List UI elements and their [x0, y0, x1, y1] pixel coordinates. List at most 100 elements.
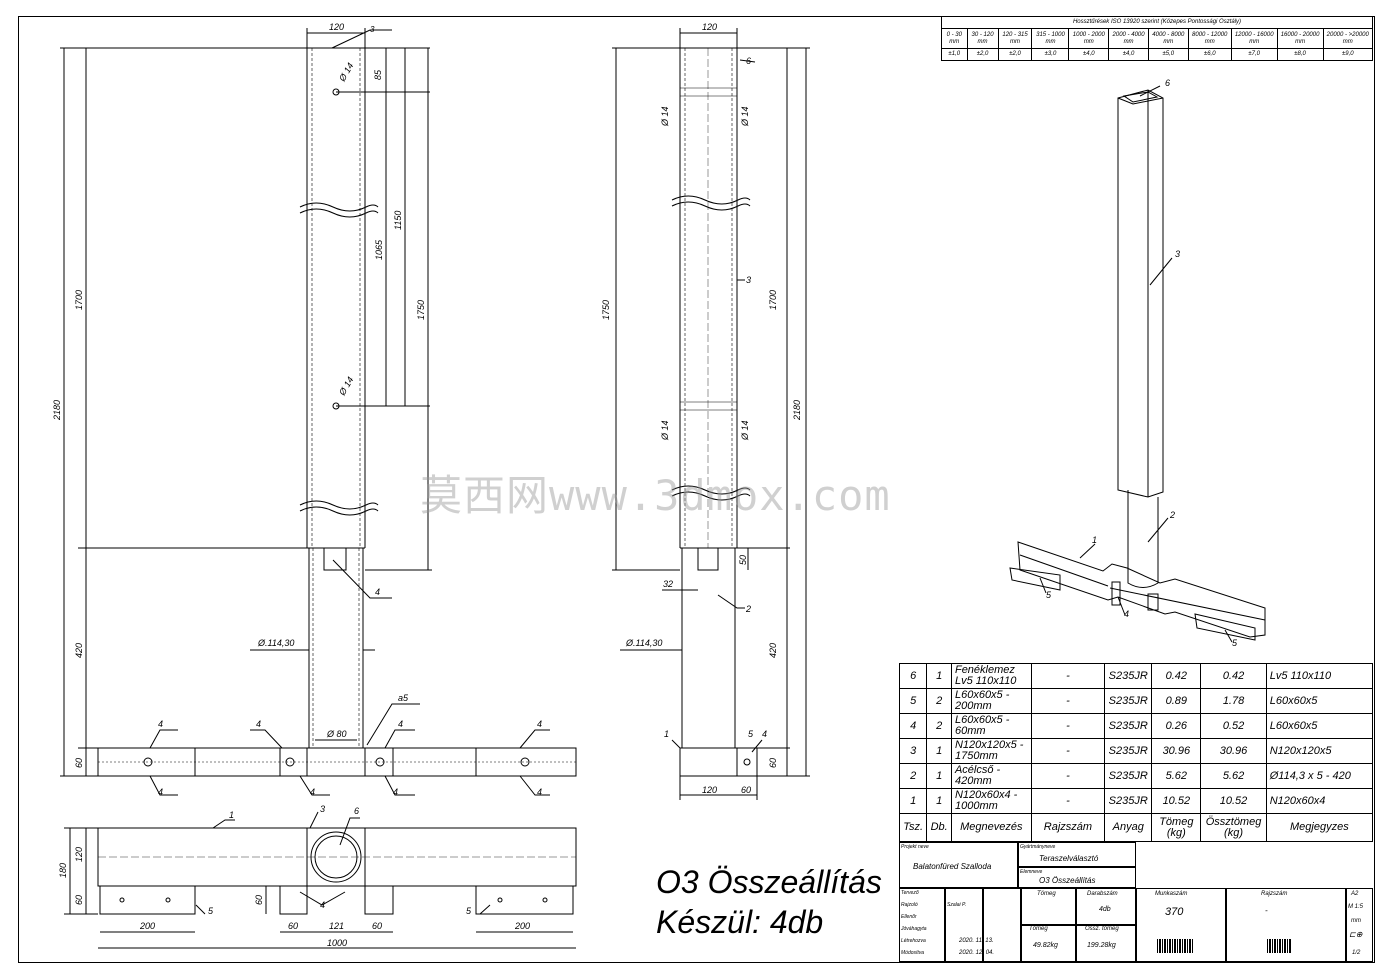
- bom-cell-note: Lv5 110x110: [1265, 663, 1374, 689]
- dim-120b-side: 120: [702, 785, 717, 795]
- dim-200-right: 200: [514, 921, 530, 931]
- created-label: Létrehozva: [901, 938, 926, 944]
- weld-3-front: 3: [370, 25, 375, 34]
- callout-5-3d-right: 5: [1232, 638, 1238, 648]
- bom-cell-total: 0.42: [1200, 663, 1267, 689]
- dim-420-side: 420: [768, 643, 778, 658]
- bom-cell-tsz: 5: [898, 688, 928, 714]
- project-value: Balatonfüred Szalloda: [913, 862, 992, 871]
- dim-420-front: 420: [74, 643, 84, 658]
- bom-cell-tsz: 3: [898, 738, 928, 764]
- mass-label-2: Tömeg: [1029, 926, 1048, 932]
- job-value: 370: [1165, 906, 1184, 918]
- project-label: Projekt neve: [901, 844, 929, 850]
- dim-1750-front: 1750: [416, 300, 426, 320]
- total-mass-value: 199.28kg: [1087, 942, 1116, 949]
- tol-range: 30 - 120 mm: [966, 28, 999, 49]
- dim-2180-side: 2180: [792, 400, 802, 421]
- product-label: Gyártmányneve: [1020, 844, 1056, 850]
- tol-value: ±8,0: [1276, 48, 1324, 61]
- callout-5-top-left: 5: [208, 906, 214, 916]
- watermark: 莫西网www.3dmox.com: [420, 471, 891, 520]
- mass-label: Tömeg: [1037, 891, 1056, 897]
- bom-cell-name: N120x120x5 - 1750mm: [950, 738, 1032, 764]
- dim-60-side: 60: [768, 758, 778, 768]
- modified-label: Módosítva: [901, 950, 925, 956]
- callout-4-top: 4: [320, 900, 325, 910]
- tol-value: ±7,0: [1230, 48, 1278, 61]
- product-value: Teraszelválasztó: [1039, 854, 1099, 863]
- modified-value: 2020. 12. 04.: [959, 950, 995, 956]
- tolerance-title: Hossztűrések ISO 13920 szerint (Közepes …: [941, 16, 1373, 29]
- bom-cell-material: S235JR: [1104, 713, 1153, 739]
- tol-value: ±3,0: [1031, 48, 1070, 61]
- dim-phi14-upper: Ø 14: [337, 61, 356, 84]
- element-value: O3 Összeállítás: [1039, 876, 1096, 885]
- weld-4-h: 4: [537, 787, 542, 797]
- dim-phi114-side: Ø.114,30: [625, 638, 662, 648]
- tol-range: 1000 - 2000 mm: [1068, 28, 1110, 49]
- callout-2-3d: 2: [1169, 510, 1175, 520]
- bom-header: Rajzszám: [1030, 813, 1106, 842]
- bom-cell-db: 1: [926, 763, 952, 789]
- dim-1700-side: 1700: [768, 290, 778, 310]
- sheet-size: A2: [1351, 891, 1359, 897]
- approver-label: Jóváhagyta: [901, 926, 927, 932]
- bom-header: Megjegyzes: [1265, 813, 1374, 842]
- callout-1-top: 1: [229, 810, 234, 820]
- dim-1000-top: 1000: [327, 938, 347, 948]
- dim-1700-front: 1700: [74, 290, 84, 310]
- callout-6-side: 6: [746, 56, 751, 66]
- bom-cell-material: S235JR: [1104, 738, 1153, 764]
- bom-header: Össztömeg (kg): [1200, 813, 1267, 842]
- tol-range: 8000 - 12000 mm: [1187, 28, 1232, 49]
- bom-cell-note: N120x120x5: [1265, 738, 1374, 764]
- bom-cell-tsz: 1: [898, 788, 928, 814]
- bom-cell-tsz: 2: [898, 763, 928, 789]
- dim-120-top: 120: [74, 847, 84, 862]
- bom-cell-mass: 30.96: [1151, 738, 1202, 764]
- element-label: Elemneve: [1020, 869, 1043, 875]
- callout-5-side: 5: [748, 729, 754, 739]
- weld-4-front: 4: [375, 587, 380, 597]
- bom-cell-material: S235JR: [1104, 763, 1153, 789]
- dim-phi14-side-d: Ø 14: [740, 420, 750, 441]
- drawing-no-value: -: [1265, 906, 1268, 915]
- tol-value: ±4,0: [1068, 48, 1110, 61]
- bom-cell-name: L60x60x5 - 200mm: [950, 688, 1032, 714]
- weld-4-g: 4: [537, 719, 542, 729]
- dim-60d-top: 60: [372, 921, 382, 931]
- created-value: 2020. 11. 13.: [959, 938, 994, 944]
- drawing-no-label: Rajzszám: [1261, 891, 1288, 897]
- bom-cell-tsz: 4: [898, 713, 928, 739]
- drawer-label: Rajzoló: [901, 902, 918, 908]
- callout-3-3d: 3: [1175, 249, 1180, 259]
- dim-50-side: 50: [738, 555, 748, 565]
- bom-cell-mass: 0.42: [1151, 663, 1202, 689]
- tol-value: ±2,0: [966, 48, 999, 61]
- assembly-title: O3 Összeállítás: [656, 864, 882, 900]
- callout-1-side: 1: [664, 729, 669, 739]
- bom-cell-drawing: -: [1030, 663, 1106, 689]
- dim-120-front: 120: [329, 22, 344, 32]
- weld-4-d: 4: [310, 787, 315, 797]
- checker-label: Ellenőr: [901, 914, 917, 920]
- bom-cell-mass: 10.52: [1151, 788, 1202, 814]
- job-label: Munkaszám: [1155, 891, 1188, 897]
- dim-1150: 1150: [393, 211, 403, 230]
- bom-cell-drawing: -: [1030, 688, 1106, 714]
- tol-range: 0 - 30 mm: [941, 28, 968, 49]
- barcode-drawing: [1267, 939, 1291, 953]
- drawing-frame: [18, 16, 1375, 963]
- bom-cell-material: S235JR: [1104, 663, 1153, 689]
- dim-phi14-side-c: Ø 14: [660, 420, 670, 441]
- callout-4-side: 4: [762, 729, 767, 739]
- bom-cell-db: 2: [926, 688, 952, 714]
- tol-range: 16000 - 20000 mm: [1276, 28, 1324, 49]
